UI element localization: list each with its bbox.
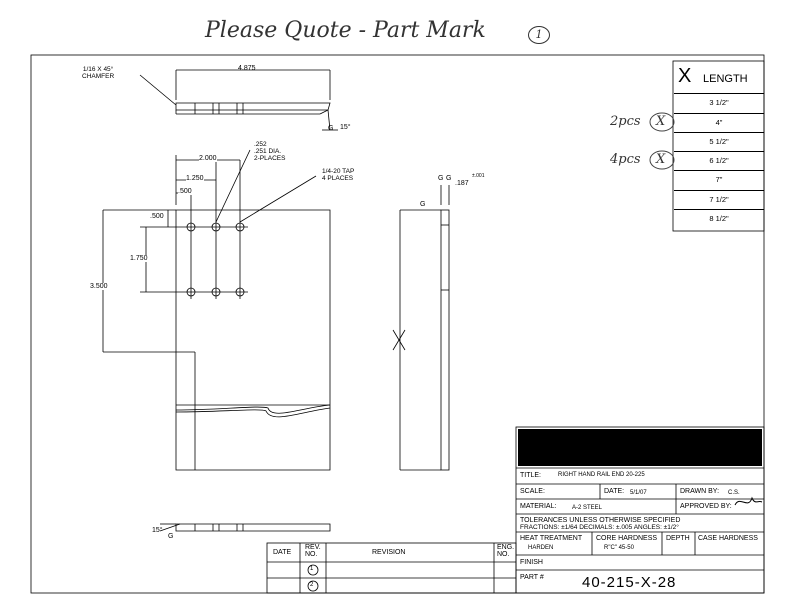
length-row: 7 1/2" <box>674 190 764 209</box>
dim-2000: 2.000 <box>199 155 217 162</box>
approved-by-label: APPROVED BY: <box>680 503 732 510</box>
depth-label: DEPTH <box>666 535 690 542</box>
length-row: 7" <box>674 170 764 189</box>
angle-dim-bottom: 15° <box>152 527 163 534</box>
dim-1250: 1.250 <box>186 175 204 182</box>
angle-dim-top: 15° <box>340 124 351 131</box>
chamfer-note: 1/16 X 45° CHAMFER <box>82 66 115 80</box>
g-label-top: G <box>328 125 334 132</box>
qty-note-4in: 2pcs <box>610 114 641 129</box>
length-row: 3 1/2" <box>674 93 764 112</box>
qty-mark-4in: X <box>656 114 666 129</box>
core-hardness-value: R"C" 45-50 <box>604 545 634 551</box>
revision-date-header: DATE <box>273 549 292 556</box>
drawn-by-value: C.S. <box>728 490 740 496</box>
g-label-side: G <box>420 201 426 208</box>
bottom-view <box>159 523 331 532</box>
dim-1750: 1.750 <box>130 255 148 262</box>
hole-dia-note: .252 .251 DIA. 2-PLACES <box>254 141 286 162</box>
length-table: X LENGTH 3 1/2" 4" 5 1/2" 6 1/2" 7" 7 1/… <box>674 62 764 231</box>
material-label: MATERIAL: <box>520 503 557 510</box>
g-label-bottom: G <box>168 533 174 540</box>
g-label-side-a: G <box>438 175 444 182</box>
length-row: 8 1/2" <box>674 209 764 228</box>
dim-3500: 3.500 <box>90 283 108 290</box>
top-view <box>139 69 338 131</box>
material-value: A-2 STEEL <box>572 505 603 511</box>
length-x-label: X <box>391 331 403 352</box>
tolerances-line2: FRACTIONS: ±1/64 DECIMALS: ±.005 ANGLES:… <box>520 524 679 531</box>
length-table-symbol: X <box>678 65 692 87</box>
revision-eng-header: ENG. NO. <box>497 544 515 558</box>
heat-treatment-label: HEAT TREATMENT <box>520 535 583 542</box>
title-value: RIGHT HAND RAIL END 20-225 <box>558 472 645 478</box>
core-hardness-label: CORE HARDNESS <box>596 535 658 542</box>
part-number-label: PART # <box>520 574 544 581</box>
dim-500-horizontal: .500 <box>178 188 192 195</box>
overall-length-dim: 4.875 <box>238 65 256 72</box>
length-row: 4" <box>674 113 764 132</box>
redacted-block <box>518 429 762 466</box>
side-view <box>392 185 450 471</box>
revision-row-2: 2 <box>310 582 314 588</box>
revision-row-1: 1 <box>310 566 314 572</box>
qty-mark-6-5in: X <box>656 152 666 167</box>
revision-rev-header: REV. NO. <box>305 544 321 558</box>
length-row: 5 1/2" <box>674 132 764 151</box>
front-view <box>102 149 331 471</box>
qty-note-6-5in: 4pcs <box>610 152 641 167</box>
revision-description-header: REVISION <box>372 549 406 556</box>
tap-note: 1/4-20 TAP 4 PLACES <box>322 168 355 182</box>
header-note-circle: 1 <box>528 26 550 44</box>
drawing-border <box>30 54 765 594</box>
finish-label: FINISH <box>520 559 543 566</box>
case-hardness-label: CASE HARDNESS <box>698 535 758 542</box>
drawn-by-label: DRAWN BY: <box>680 488 720 495</box>
scale-label: SCALE: <box>520 488 545 495</box>
thickness-dim: .187 <box>455 180 469 187</box>
length-table-header: LENGTH <box>703 73 748 85</box>
title-label: TITLE: <box>520 472 542 479</box>
title-block-grid <box>515 426 765 594</box>
date-label: DATE: <box>604 488 625 495</box>
revision-grid <box>266 542 517 594</box>
tolerances-line1: TOLERANCES UNLESS OTHERWISE SPECIFIED <box>520 517 681 524</box>
length-row: 6 1/2" <box>674 151 764 170</box>
g-label-side-b: G <box>446 175 452 182</box>
header-note: Please Quote - Part Mark <box>205 18 486 43</box>
part-number-value: 40-215-X-28 <box>582 574 677 591</box>
date-value: 5/1/07 <box>630 490 647 496</box>
thickness-tolerance: ±.001 <box>472 173 485 179</box>
dim-500-vertical: .500 <box>150 213 164 220</box>
heat-treatment-value: HARDEN <box>528 545 554 551</box>
